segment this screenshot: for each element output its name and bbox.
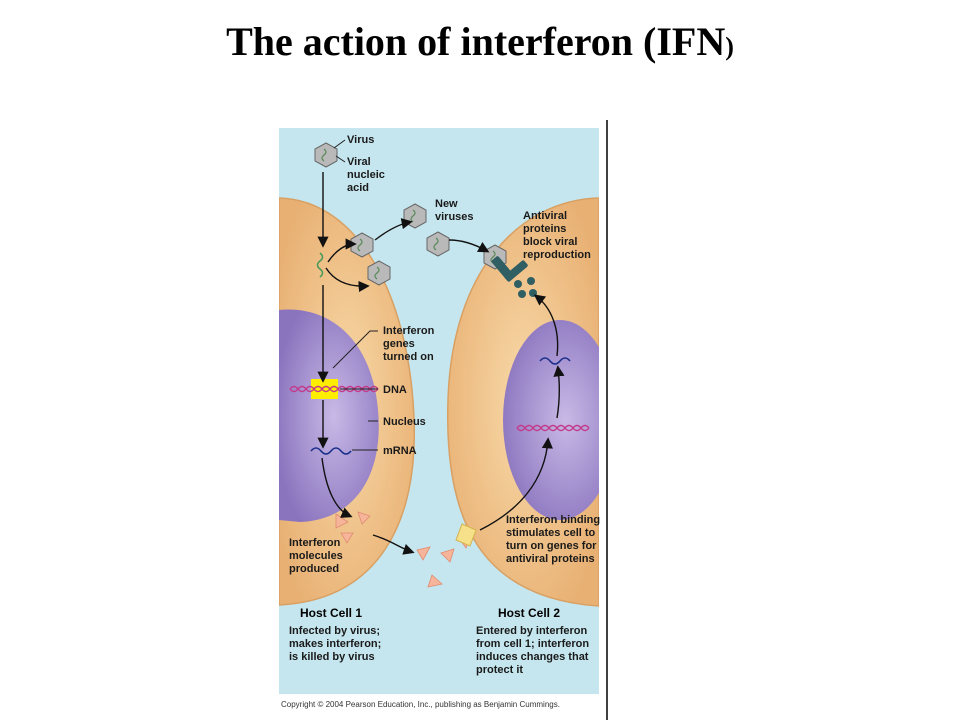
arrow-to-new-virus xyxy=(327,238,357,263)
arrow-new-virus-to-cell2 xyxy=(448,239,490,253)
title-text: The action of interferon (IFN xyxy=(226,19,726,64)
arrow-replication xyxy=(325,267,370,293)
nucleus-1 xyxy=(279,309,379,522)
arrow-binding-to-dna xyxy=(479,437,553,531)
label-dna: DNA xyxy=(383,384,407,396)
dna-highlight xyxy=(311,379,338,399)
virus-icon xyxy=(426,231,450,257)
label-interferon-genes: Interferon genes turned on xyxy=(383,325,437,363)
host-cell-2-desc: Entered by interferon from cell 1; inter… xyxy=(476,625,592,676)
host-cell-1-title: Host Cell 1 xyxy=(300,606,362,620)
label-nucleus: Nucleus xyxy=(383,416,426,428)
arrow-release xyxy=(374,218,413,241)
virus-icon xyxy=(314,142,338,168)
title-paren: ) xyxy=(725,32,734,61)
dna-strand-2 xyxy=(516,424,590,432)
viral-nucleic-acid xyxy=(316,252,324,278)
host-cell-2-title: Host Cell 2 xyxy=(498,606,560,620)
nucleus-2 xyxy=(503,320,599,520)
page-title: The action of interferon (IFN) xyxy=(0,18,960,65)
dna-strand-1 xyxy=(289,385,379,393)
mrna-2 xyxy=(539,357,571,365)
arrow-to-interferon xyxy=(321,457,353,518)
label-interferon-binding: Interferon binding stimulates cell to tu… xyxy=(506,514,603,565)
label-virus: Virus xyxy=(347,134,374,146)
copyright: Copyright © 2004 Pearson Education, Inc.… xyxy=(281,700,560,709)
interferon-receptor xyxy=(455,523,477,547)
virus-icon xyxy=(367,260,391,286)
label-viral-nucleic-acid: Viral nucleic acid xyxy=(347,156,388,194)
label-interferon-molecules: Interferon molecules produced xyxy=(289,537,346,575)
host-cell-1-desc: Infected by virus; makes interferon; is … xyxy=(289,625,384,663)
label-antiviral-proteins: Antiviral proteins block viral reproduct… xyxy=(523,210,591,261)
arrow-secretion xyxy=(372,534,415,555)
arrow-dna-to-mrna xyxy=(553,365,565,419)
label-new-viruses: New viruses xyxy=(435,198,474,223)
arrow-mrna-to-protein xyxy=(533,294,559,357)
label-mrna: mRNA xyxy=(383,445,417,457)
